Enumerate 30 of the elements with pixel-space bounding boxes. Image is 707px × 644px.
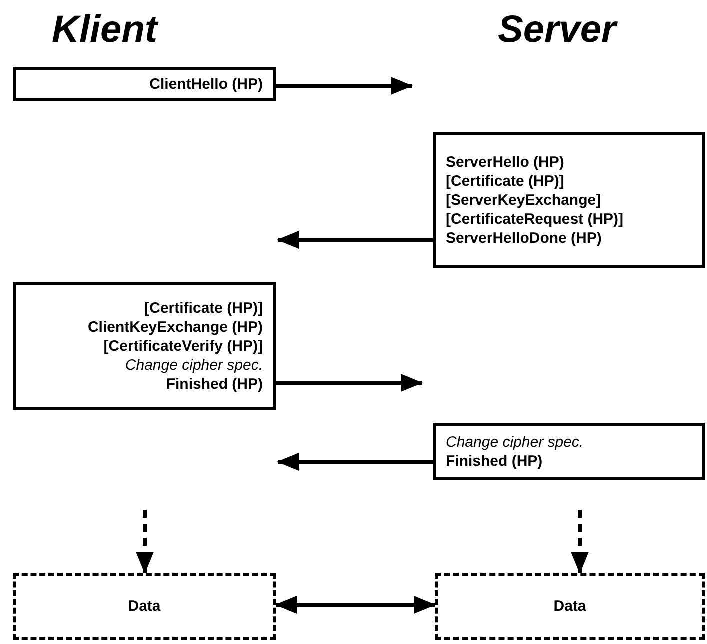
arrow [275, 596, 436, 614]
arrow [276, 77, 413, 95]
message-box [433, 423, 705, 480]
message-text: [CertificateRequest (HP)] [446, 210, 624, 228]
note-text: Change cipher spec. [446, 432, 584, 452]
message-text: [Certificate (HP)] [446, 172, 564, 190]
arrow [276, 374, 423, 392]
arrow [277, 231, 433, 249]
message-text: ServerHello (HP) [446, 152, 564, 172]
message-text: [CertificateVerify (HP)] [104, 336, 263, 356]
data-box [435, 573, 705, 640]
data-box [13, 573, 276, 640]
message-box [13, 282, 276, 410]
message-text: ServerHelloDone (HP) [446, 228, 602, 248]
message-text: [Certificate (HP)] [144, 298, 263, 318]
arrow [136, 510, 154, 574]
message-box [13, 67, 276, 101]
arrow [571, 510, 589, 574]
column-heading: Klient [52, 8, 158, 52]
arrow [277, 453, 433, 471]
message-text: Finished (HP) [166, 374, 263, 394]
note-text: Change cipher spec. [125, 356, 263, 374]
message-text: [ServerKeyExchange] [446, 190, 602, 210]
message-text: ClientHello (HP) [150, 74, 263, 94]
message-text: Finished (HP) [446, 452, 543, 470]
message-text: ClientKeyExchange (HP) [88, 318, 263, 336]
message-box [433, 132, 705, 268]
message-text: Data [128, 597, 161, 616]
column-heading: Server [498, 8, 616, 52]
message-text: Data [554, 597, 586, 616]
